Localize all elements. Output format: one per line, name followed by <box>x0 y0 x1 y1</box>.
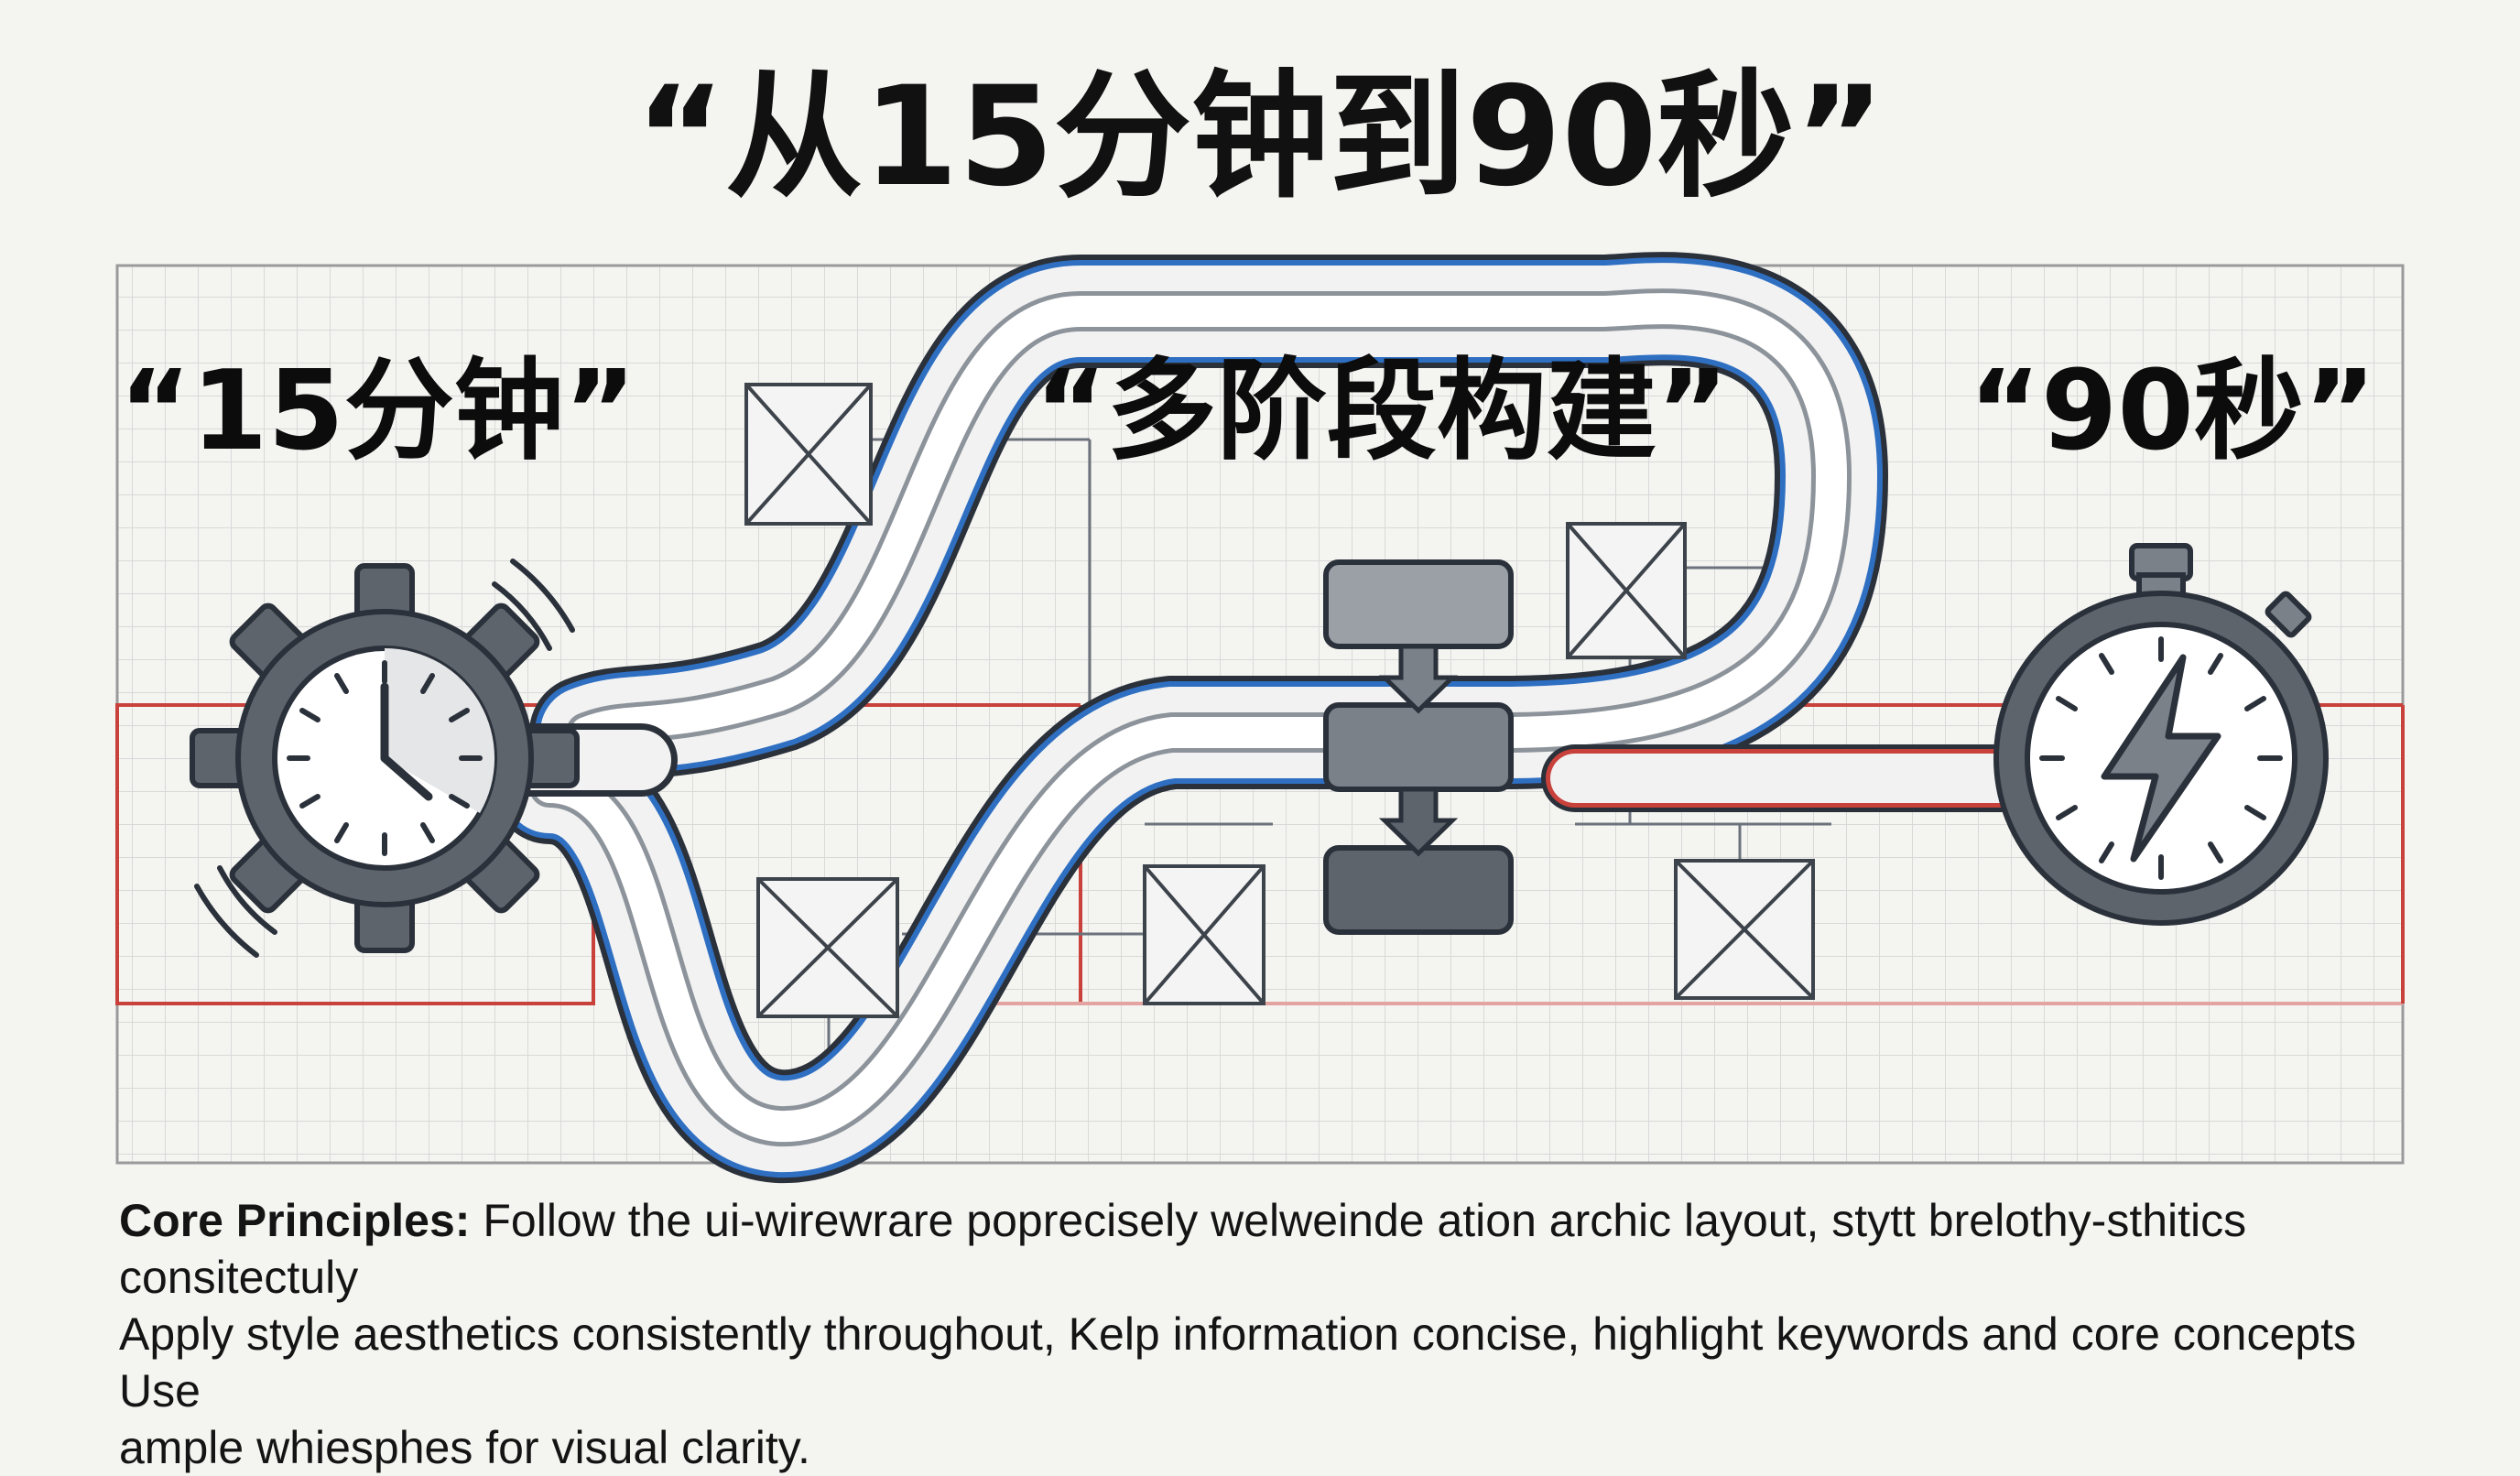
page-title: “从15分钟到90秒” <box>635 58 1885 217</box>
stacked-blocks-icon <box>1323 559 1514 935</box>
image-placeholder-icon <box>1566 522 1687 659</box>
image-placeholder-icon <box>1143 864 1265 1005</box>
end-label: “90秒” <box>1969 348 2376 475</box>
footer-lead: Core Principles: <box>119 1195 471 1246</box>
middle-label: “多阶段构建” <box>1035 348 1729 475</box>
footer-line-1: Follow the ui-wirewrare poprecisely welw… <box>119 1195 2247 1303</box>
footer-line-2: Apply style aesthetics consistently thro… <box>119 1308 2356 1416</box>
start-label: “15分钟” <box>119 348 636 475</box>
footer-line-3: ample whiesphes for visual clarity. <box>119 1422 810 1473</box>
footer-note: Core Principles: Follow the ui-wirewrare… <box>119 1192 2408 1476</box>
stopwatch-lightning-icon <box>1993 543 2329 926</box>
diagram-canvas <box>115 252 2405 1184</box>
image-placeholder-icon <box>1674 859 1815 1000</box>
winding-road <box>440 252 2048 1184</box>
gear-clock-icon <box>190 559 580 958</box>
image-placeholder-icon <box>744 383 873 526</box>
image-placeholder-icon <box>756 877 899 1018</box>
